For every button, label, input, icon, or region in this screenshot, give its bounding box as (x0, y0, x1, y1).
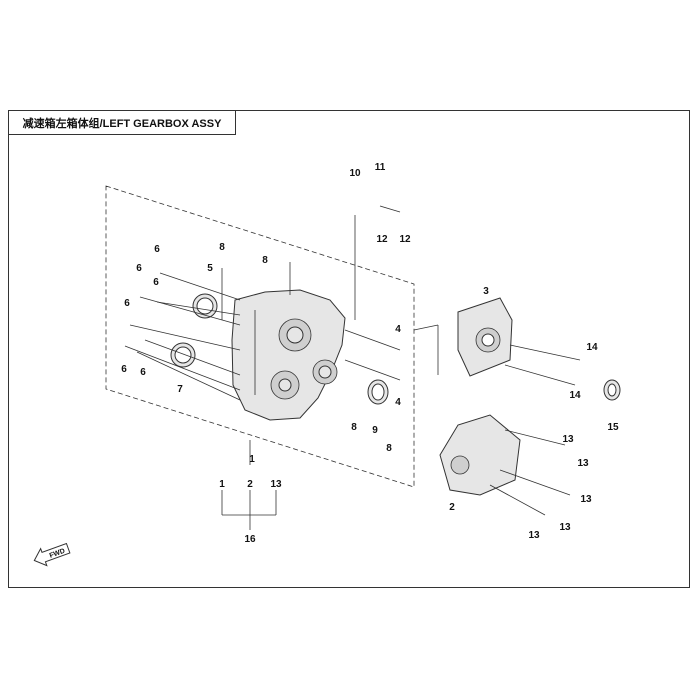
gearbox-housing (231, 289, 346, 421)
callout-4: 4 (395, 324, 401, 335)
callout-12: 12 (376, 234, 388, 245)
callout-2: 2 (449, 502, 455, 513)
callout-15: 15 (607, 422, 619, 433)
callout-13e: 13 (528, 530, 540, 541)
cover-3 (457, 297, 513, 377)
callout-6c: 6 (153, 277, 159, 288)
callout-13f: 13 (270, 479, 282, 490)
callout-13: 13 (562, 434, 574, 445)
callout-14b: 14 (569, 390, 581, 401)
callout-1: 1 (249, 454, 255, 465)
cover-2 (439, 414, 521, 496)
callout-13c: 13 (580, 494, 592, 505)
drawing-frame (8, 110, 690, 588)
callout-6: 6 (154, 244, 160, 255)
callout-6b: 6 (136, 263, 142, 274)
callout-6e: 6 (121, 364, 127, 375)
callout-13b: 13 (577, 458, 589, 469)
callout-8c: 8 (351, 422, 357, 433)
callout-3: 3 (483, 286, 489, 297)
callout-8: 8 (219, 242, 225, 253)
callout-1b: 1 (219, 479, 225, 490)
callout-12b: 12 (399, 234, 411, 245)
callout-11: 11 (375, 162, 386, 173)
callout-9: 9 (372, 425, 378, 436)
callout-6f: 6 (140, 367, 146, 378)
callout-8b: 8 (262, 255, 268, 266)
callout-7: 7 (177, 384, 183, 395)
leader-lines (124, 205, 581, 530)
callout-10: 10 (349, 168, 361, 179)
callout-2b: 2 (247, 479, 253, 490)
callout-4b: 4 (395, 397, 401, 408)
callout-6d: 6 (124, 298, 130, 309)
callout-16: 16 (244, 534, 256, 545)
diagram-title: 减速箱左箱体组/LEFT GEARBOX ASSY (8, 110, 236, 135)
callout-13d: 13 (559, 522, 571, 533)
callout-8d: 8 (386, 443, 392, 454)
callout-5: 5 (207, 263, 213, 274)
callout-14: 14 (586, 342, 598, 353)
forward-arrow-icon: FWD (33, 542, 71, 567)
